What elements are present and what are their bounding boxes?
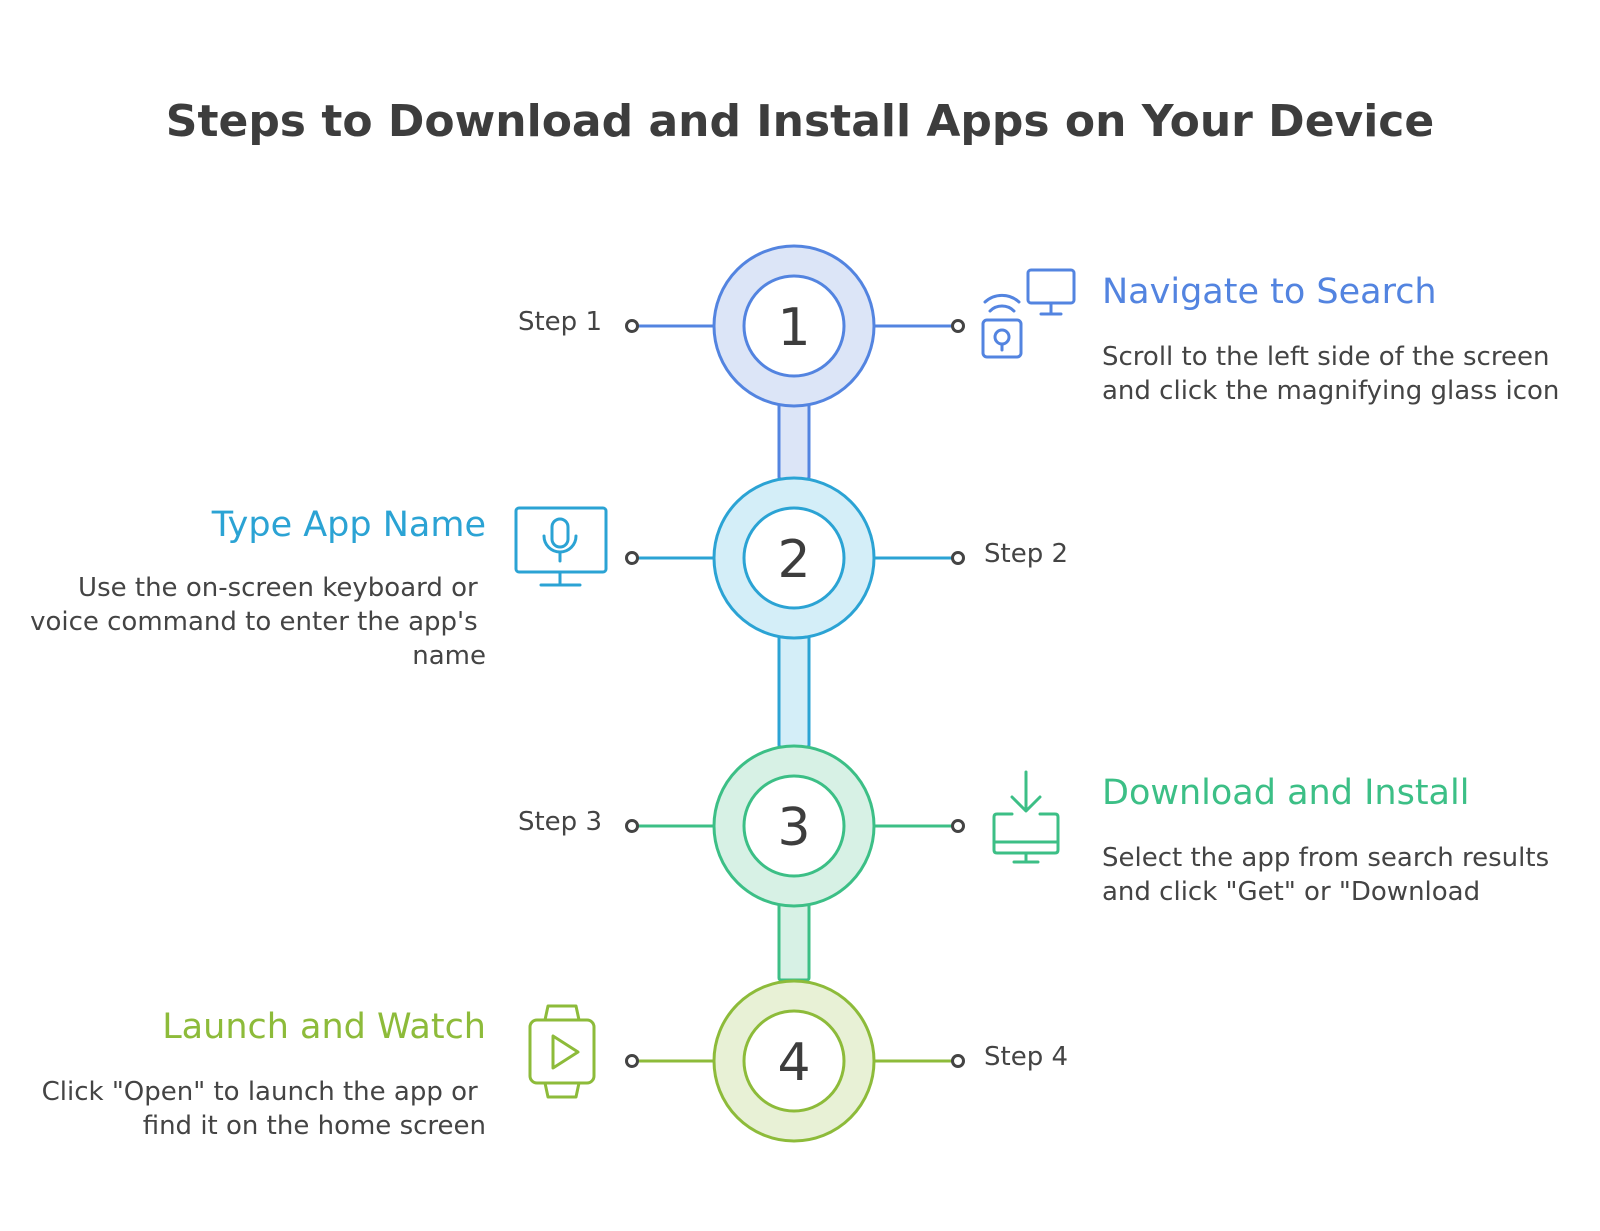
step-4-description-line-1: Click "Open" to launch the app or (42, 1077, 478, 1107)
step-1: 1 Step 1 Navigate to Search Scroll to th… (518, 244, 1559, 408)
step-2-description-line-2: voice command to enter the app's (30, 607, 478, 637)
step-2: 2 Step 2 Type App Name Use the on-screen… (30, 476, 1068, 671)
step-1-heading: Navigate to Search (1102, 272, 1437, 312)
step-4-number: 4 (777, 1033, 810, 1093)
step-3-label: Step 3 (518, 807, 602, 837)
step-1-number: 1 (777, 298, 810, 358)
step-1-description: Scroll to the left side of the screen an… (1102, 342, 1559, 406)
step-3: 3 Step 3 Download and Install Select the… (518, 744, 1557, 908)
connector-2-3 (777, 623, 811, 749)
step-2-label: Step 2 (984, 539, 1068, 569)
step-4-heading: Launch and Watch (162, 1007, 486, 1047)
step-1-label: Step 1 (518, 307, 602, 337)
step-4-label: Step 4 (984, 1042, 1068, 1072)
step-2-heading: Type App Name (211, 505, 486, 545)
connector-1-2 (777, 395, 811, 481)
step-2-description: Use the on-screen keyboard or voice comm… (30, 573, 486, 671)
step-3-description-line-1: Select the app from search results (1102, 843, 1549, 873)
step-4-description-line-2: find it on the home screen (143, 1111, 486, 1141)
step-2-number: 2 (777, 530, 810, 590)
step-1-description-line-2: and click the magnifying glass icon (1102, 376, 1559, 406)
step-1-inner-circle (742, 274, 846, 378)
step-2-left-dot (625, 551, 639, 565)
monitor-download-icon (992, 770, 1060, 864)
monitor-microphone-icon (514, 506, 608, 587)
step-2-description-line-3: name (412, 641, 486, 671)
step-4-left-dot (625, 1054, 639, 1068)
step-1-description-line-1: Scroll to the left side of the screen (1102, 342, 1549, 372)
step-1-right-dot (951, 319, 965, 333)
smart-home-devices-icon (981, 268, 1076, 359)
step-2-right-dot (951, 551, 965, 565)
step-4-description: Click "Open" to launch the app or find i… (42, 1077, 486, 1141)
step-2-description-line-1: Use the on-screen keyboard or (78, 573, 478, 603)
step-1-left-dot (625, 319, 639, 333)
step-3-right-dot (951, 819, 965, 833)
step-3-description: Select the app from search results and c… (1102, 843, 1557, 907)
step-2-inner-circle (742, 506, 846, 610)
step-3-number: 3 (777, 798, 810, 858)
step-4-inner-circle (742, 1009, 846, 1113)
diagram-title: Steps to Download and Install Apps on Yo… (166, 96, 1434, 147)
step-3-left-dot (625, 819, 639, 833)
step-3-heading: Download and Install (1102, 773, 1469, 813)
smartwatch-play-icon (528, 1004, 596, 1099)
step-4-right-dot (951, 1054, 965, 1068)
step-3-inner-circle (742, 774, 846, 878)
step-4: 4 Step 4 Launch and Watch Click "Open" t… (42, 979, 1068, 1143)
step-3-description-line-2: and click "Get" or "Download (1102, 877, 1480, 907)
